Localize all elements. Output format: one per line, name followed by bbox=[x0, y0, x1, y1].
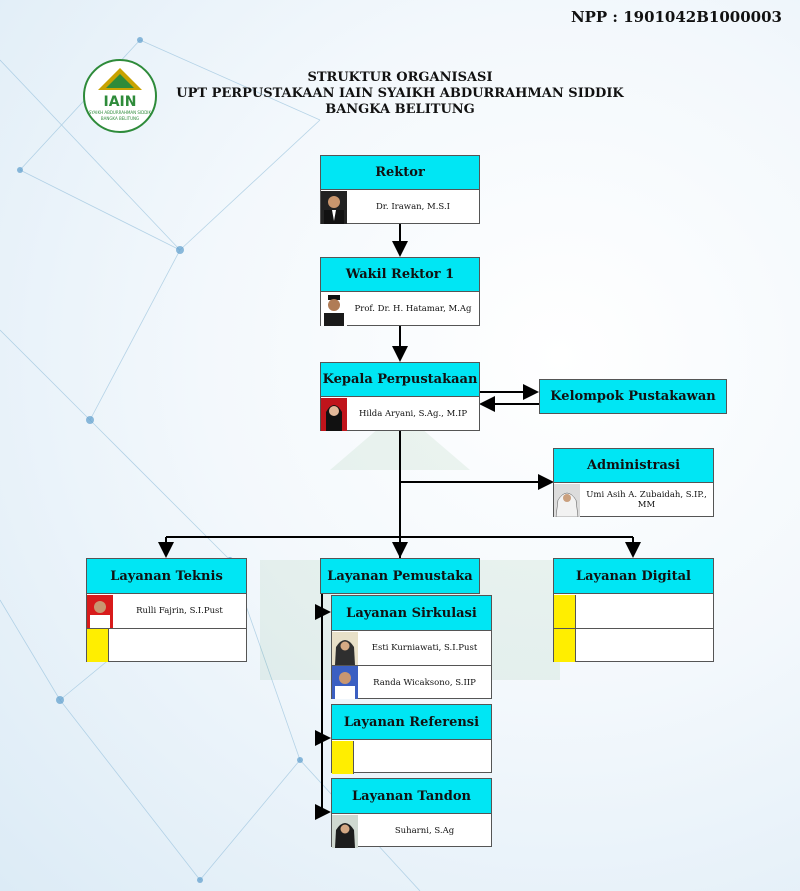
kepala-name: Hilda Aryani, S.Ag., M.IP bbox=[358, 409, 468, 419]
kepala-photo bbox=[321, 397, 347, 431]
layanan-pemustaka-box: Layanan Pemustaka bbox=[320, 558, 480, 594]
title-line2: UPT PERPUSTAKAAN IAIN SYAIKH ABDURRAHMAN… bbox=[176, 86, 624, 101]
layanan-tandon-box: Layanan Tandon Suharni, S.Ag bbox=[331, 778, 492, 848]
administrasi-title: Administrasi bbox=[554, 449, 713, 483]
layanan-sirkulasi-title: Layanan Sirkulasi bbox=[332, 596, 491, 631]
logo-text: IAIN bbox=[104, 94, 137, 110]
title-line3: BANGKA BELITUNG bbox=[325, 102, 475, 117]
sirkulasi-photo-1 bbox=[332, 631, 358, 665]
npp-label: NPP : 1901042B1000003 bbox=[570, 8, 782, 26]
wakil-rektor-title: Wakil Rektor 1 bbox=[321, 258, 479, 292]
layanan-sirkulasi-box: Layanan Sirkulasi Esti Kurniawati, S.I.P… bbox=[331, 595, 492, 699]
administrasi-photo bbox=[554, 483, 580, 517]
wakil-rektor-name: Prof. Dr. H. Hatamar, M.Ag bbox=[354, 304, 472, 314]
wakil-rektor-box: Wakil Rektor 1 Prof. Dr. H. Hatamar, M.A… bbox=[320, 257, 480, 326]
rektor-name: Dr. Irawan, M.S.I bbox=[375, 202, 451, 212]
sirkulasi-photo-2 bbox=[332, 666, 358, 699]
layanan-teknis-box: Layanan Teknis Rulli Fajrin, S.I.Pust bbox=[86, 558, 247, 662]
page-title: STRUKTUR ORGANISASI UPT PERPUSTAKAAN IAI… bbox=[150, 70, 650, 118]
layanan-teknis-title: Layanan Teknis bbox=[87, 559, 246, 594]
tandon-photo bbox=[332, 814, 358, 848]
rektor-title: Rektor bbox=[321, 156, 479, 190]
digital-photo-placeholder-1 bbox=[554, 594, 576, 628]
title-line1: STRUKTUR ORGANISASI bbox=[307, 70, 493, 85]
teknis-photo-1 bbox=[87, 594, 113, 628]
referensi-photo-placeholder bbox=[332, 740, 354, 774]
sirkulasi-name-2: Randa Wicaksono, S.IIP bbox=[373, 677, 476, 688]
administrasi-name: Umi Asih A. Zubaidah, S.IP., MM bbox=[586, 490, 707, 510]
rektor-box: Rektor Dr. Irawan, M.S.I bbox=[320, 155, 480, 224]
tandon-name: Suharni, S.Ag bbox=[394, 826, 455, 836]
rektor-photo bbox=[321, 190, 347, 224]
sirkulasi-name-1: Esti Kurniawati, S.I.Pust bbox=[371, 643, 478, 653]
logo-subtext1: SYAIKH ABDURRAHMAN SIDDIK bbox=[89, 110, 152, 115]
teknis-name-1: Rulli Fajrin, S.I.Pust bbox=[136, 606, 223, 616]
iain-logo: IAIN SYAIKH ABDURRAHMAN SIDDIK BANGKA BE… bbox=[83, 59, 157, 133]
kepala-title: Kepala Perpustakaan bbox=[321, 363, 479, 397]
layanan-tandon-title: Layanan Tandon bbox=[332, 779, 491, 814]
kelompok-pustakawan-box: Kelompok Pustakawan bbox=[539, 379, 727, 414]
logo-subtext2: BANGKA BELITUNG bbox=[101, 116, 139, 121]
layanan-referensi-title: Layanan Referensi bbox=[332, 705, 491, 740]
layanan-digital-box: Layanan Digital bbox=[553, 558, 714, 662]
layanan-digital-title: Layanan Digital bbox=[554, 559, 713, 594]
teknis-photo-placeholder bbox=[87, 629, 109, 662]
kepala-box: Kepala Perpustakaan Hilda Aryani, S.Ag.,… bbox=[320, 362, 480, 431]
layanan-referensi-box: Layanan Referensi bbox=[331, 704, 492, 774]
digital-photo-placeholder-2 bbox=[554, 629, 576, 662]
wakil-rektor-photo bbox=[321, 292, 347, 326]
administrasi-box: Administrasi Umi Asih A. Zubaidah, S.IP.… bbox=[553, 448, 714, 517]
